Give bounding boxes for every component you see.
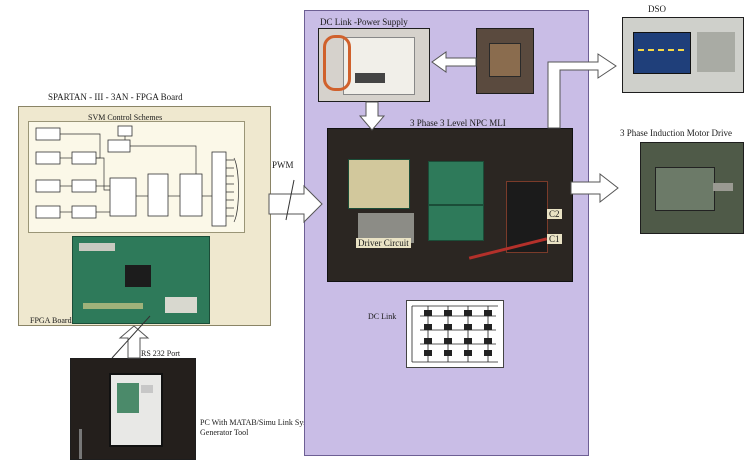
power-supply-knob: [355, 73, 385, 83]
pc-label-line2: Generator Tool: [200, 428, 248, 437]
dso-screen: [633, 32, 691, 74]
dc-link-label: DC Link: [368, 312, 396, 321]
pwm-label: PWM: [272, 160, 294, 170]
transformer-photo: [476, 28, 534, 94]
power-supply-wires: [323, 35, 351, 91]
transformer-core: [489, 43, 521, 77]
motor-shaft: [713, 183, 733, 191]
pc-photo: [70, 358, 196, 460]
power-supply-casing: [343, 37, 415, 95]
fpga-chip: [125, 265, 151, 287]
pc-monitor: [109, 373, 163, 447]
motor-photo: [640, 142, 744, 234]
fpga-led-row: [83, 303, 143, 309]
bus-slash: [286, 180, 294, 220]
c1-label: C1: [547, 234, 562, 244]
mli-label: 3 Phase 3 Level NPC MLI: [410, 118, 506, 128]
fpga-connector: [79, 243, 115, 251]
fpga-board-photo: [72, 236, 210, 324]
power-supply-label: DC Link -Power Supply: [320, 17, 408, 27]
dso-control-panel: [697, 32, 735, 72]
pc-cable: [79, 429, 82, 459]
motor-label: 3 Phase Induction Motor Drive: [620, 128, 732, 138]
mli-board: [348, 159, 410, 209]
svm-control-schemes-panel: [28, 121, 245, 233]
mli-board: [428, 161, 484, 205]
fpga-board-label: FPGA Board: [30, 316, 72, 325]
pc-label-line1: PC With MATAB/Simu Link System: [200, 418, 318, 427]
svm-control-title: SVM Control Schemes: [88, 113, 162, 122]
inverter-photo: [327, 128, 573, 282]
pc-screen-content: [141, 385, 153, 393]
dc-link-circuit: [406, 300, 504, 368]
dso-label: DSO: [648, 4, 666, 14]
c2-label: C2: [547, 209, 562, 219]
rs232-label: RS 232 Port: [141, 349, 180, 358]
pc-screen-content: [117, 383, 139, 413]
dso-waveform: [638, 49, 684, 61]
fpga-board-title: SPARTAN - III - 3AN - FPGA Board: [48, 92, 183, 102]
mli-board: [428, 205, 484, 241]
driver-circuit-label: Driver Circuit: [356, 238, 411, 248]
motor-body: [655, 167, 715, 211]
fpga-connector: [165, 297, 197, 313]
power-supply-photo: [318, 28, 430, 102]
dso-photo: [622, 17, 744, 93]
